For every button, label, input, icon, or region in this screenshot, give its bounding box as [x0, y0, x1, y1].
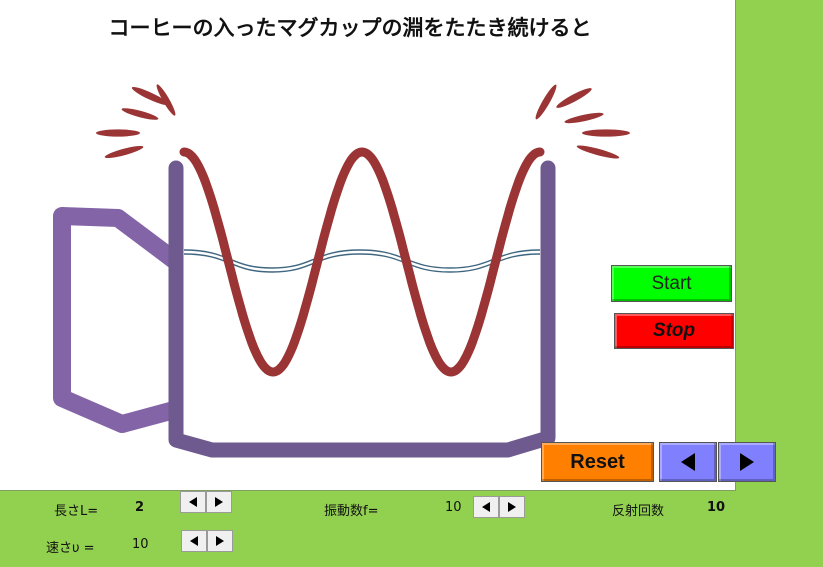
- speed-label: 速さυ =: [46, 541, 95, 556]
- reflection-count-value: 10: [707, 500, 726, 515]
- frequency-stepper[interactable]: [473, 496, 525, 518]
- triangle-left-icon: [189, 497, 197, 507]
- mug-handle: [53, 207, 183, 433]
- frequency-increase-button[interactable]: [499, 496, 525, 518]
- length-increase-button[interactable]: [206, 491, 232, 513]
- frequency-label: 振動数f=: [324, 504, 379, 519]
- triangle-right-icon: [216, 536, 224, 546]
- splash-right: [535, 84, 630, 159]
- triangle-right-icon: [508, 502, 516, 512]
- coffee-surface-line: [183, 249, 541, 269]
- standing-wave: [179, 147, 545, 377]
- reflection-count-label: 反射回数: [612, 504, 665, 519]
- speed-decrease-button[interactable]: [181, 530, 207, 552]
- triangle-left-icon: [190, 536, 198, 546]
- triangle-left-icon: [681, 453, 695, 471]
- length-stepper[interactable]: [180, 491, 232, 513]
- length-value: 2: [135, 500, 145, 515]
- splash-left: [96, 84, 176, 159]
- stop-button[interactable]: Stop: [614, 313, 734, 349]
- step-back-button[interactable]: [659, 442, 717, 482]
- frequency-value: 10: [445, 500, 462, 515]
- reset-button[interactable]: Reset: [541, 442, 654, 482]
- speed-value: 10: [132, 537, 149, 552]
- length-label: 長さL=: [54, 504, 99, 519]
- mug-body: [168, 160, 556, 458]
- page-title: コーヒーの入ったマグカップの淵をたたき続けると: [108, 16, 592, 40]
- frequency-decrease-button[interactable]: [473, 496, 499, 518]
- speed-increase-button[interactable]: [207, 530, 233, 552]
- triangle-right-icon: [215, 497, 223, 507]
- coffee-surface-line: [183, 253, 541, 273]
- triangle-right-icon: [740, 453, 754, 471]
- simulation-canvas: コーヒーの入ったマグカップの淵をたたき続けると: [0, 0, 736, 491]
- length-decrease-button[interactable]: [180, 491, 206, 513]
- speed-stepper[interactable]: [181, 530, 233, 552]
- start-button[interactable]: Start: [611, 265, 732, 302]
- mug-scene: [53, 84, 630, 458]
- triangle-left-icon: [482, 502, 490, 512]
- step-forward-button[interactable]: [718, 442, 776, 482]
